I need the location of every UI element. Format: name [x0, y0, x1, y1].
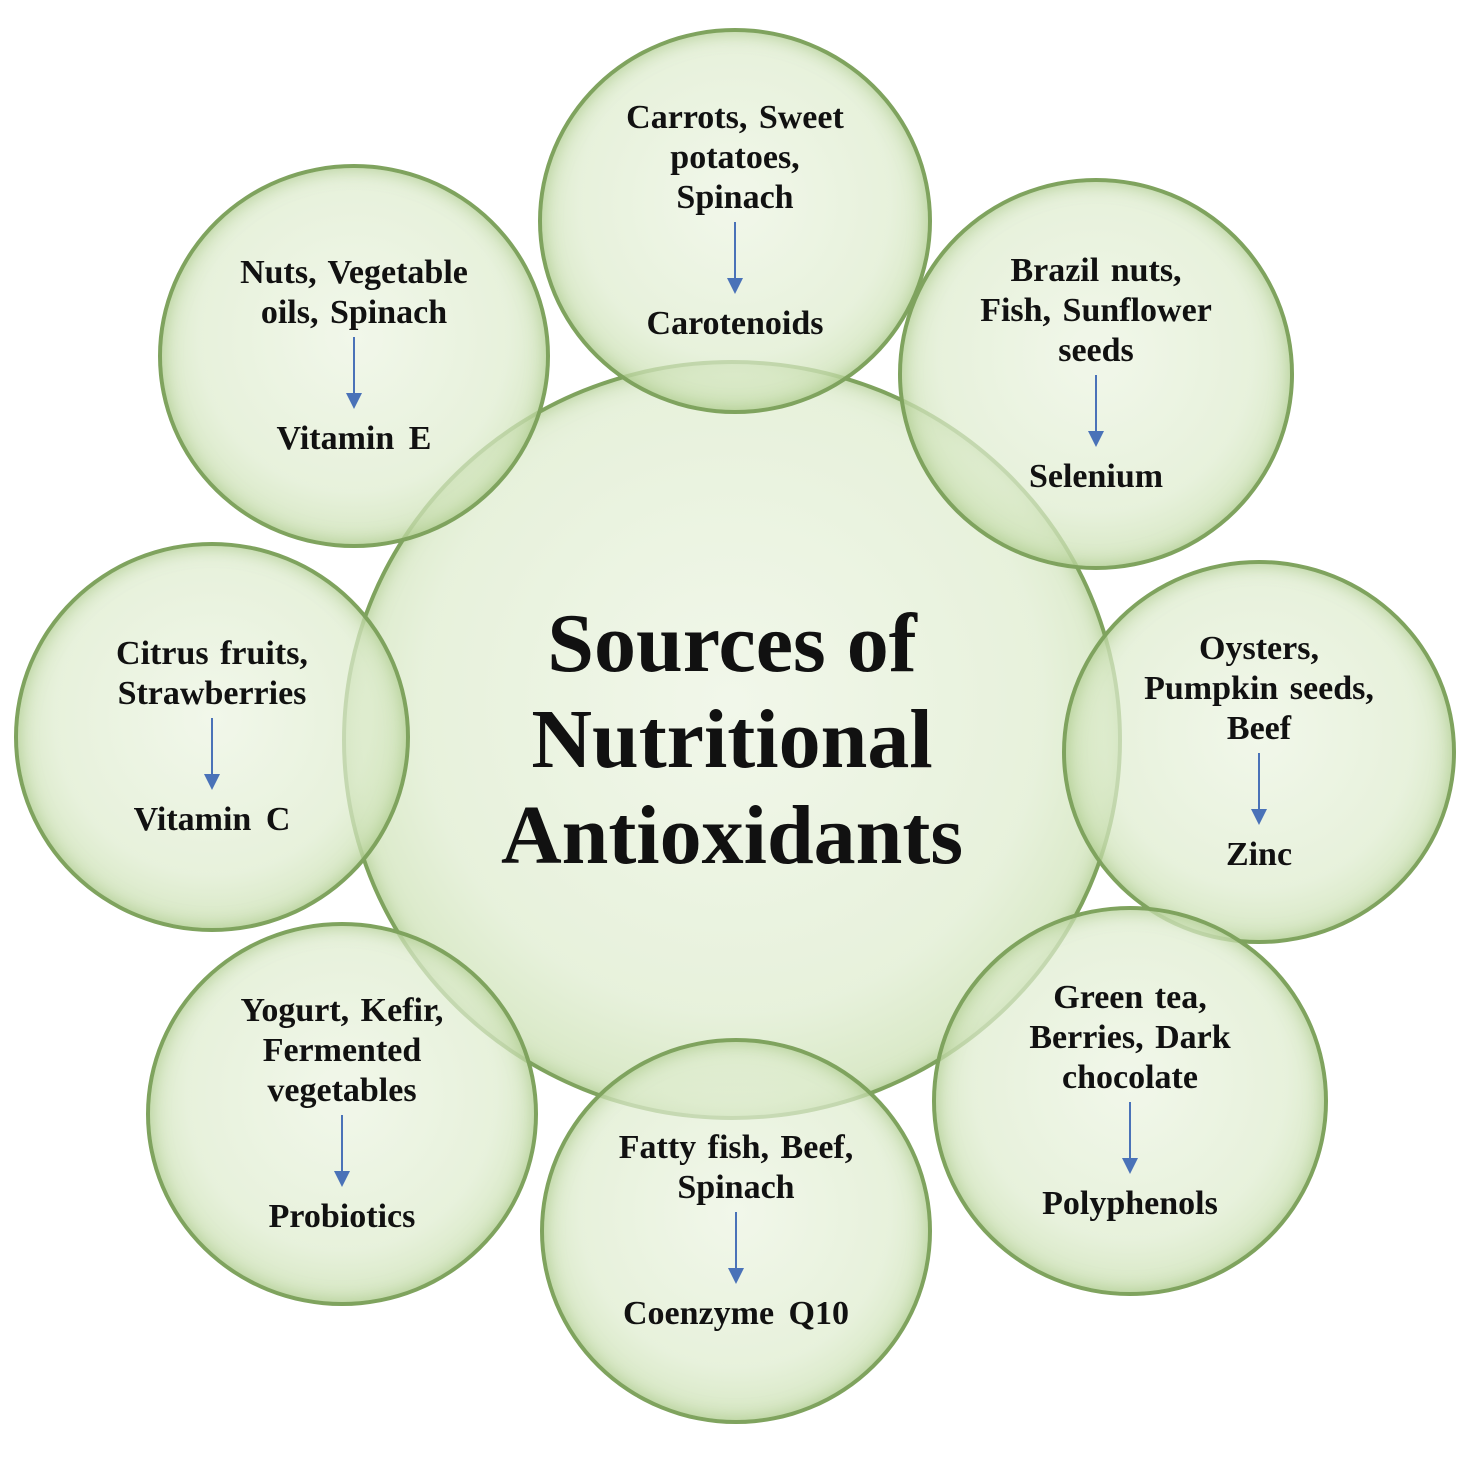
- down-arrow-icon: [1122, 1102, 1138, 1174]
- bubble-vitamin-c: Citrus fruits, Strawberries Vitamin C: [14, 542, 410, 932]
- bubble-probiotics: Yogurt, Kefir, Fermented vegetables Prob…: [146, 922, 538, 1306]
- sources-text: Citrus fruits, Strawberries: [116, 635, 308, 712]
- sources-text: Oysters, Pumpkin seeds, Beef: [1144, 630, 1374, 747]
- center-title: Sources of Nutritional Antioxidants: [500, 597, 964, 882]
- nutrient-label: Selenium: [1028, 458, 1164, 495]
- sources-text: Carrots, Sweet potatoes, Spinach: [626, 99, 844, 216]
- nutrient-label: Polyphenols: [1042, 1185, 1218, 1222]
- bubble-vitamin-e: Nuts, Vegetable oils, Spinach Vitamin E: [158, 164, 550, 548]
- sources-text: Nuts, Vegetable oils, Spinach: [240, 254, 468, 331]
- nutrient-label: Coenzyme Q10: [622, 1295, 849, 1332]
- down-arrow-icon: [1251, 753, 1267, 825]
- sources-text: Brazil nuts, Fish, Sunflower seeds: [980, 252, 1212, 369]
- down-arrow-icon: [728, 1212, 744, 1284]
- bubble-coenzyme-q10: Fatty fish, Beef, Spinach Coenzyme Q10: [540, 1038, 932, 1424]
- bubble-selenium: Brazil nuts, Fish, Sunflower seeds Selen…: [898, 178, 1294, 570]
- nutrient-label: Probiotics: [268, 1198, 416, 1235]
- nutrient-label: Zinc: [1225, 836, 1293, 873]
- sources-text: Fatty fish, Beef, Spinach: [618, 1129, 854, 1206]
- down-arrow-icon: [346, 337, 362, 409]
- nutrient-label: Vitamin E: [276, 420, 432, 457]
- bubble-carotenoids: Carrots, Sweet potatoes, Spinach Caroten…: [538, 28, 932, 414]
- bubble-polyphenols: Green tea, Berries, Dark chocolate Polyp…: [932, 906, 1328, 1296]
- down-arrow-icon: [204, 718, 220, 790]
- bubble-zinc: Oysters, Pumpkin seeds, Beef Zinc: [1062, 560, 1456, 944]
- down-arrow-icon: [1088, 375, 1104, 447]
- down-arrow-icon: [334, 1115, 350, 1187]
- down-arrow-icon: [727, 222, 743, 294]
- sources-text: Yogurt, Kefir, Fermented vegetables: [240, 992, 444, 1109]
- nutrient-label: Vitamin C: [133, 801, 291, 838]
- sources-text: Green tea, Berries, Dark chocolate: [1029, 979, 1231, 1096]
- nutrient-label: Carotenoids: [646, 305, 824, 342]
